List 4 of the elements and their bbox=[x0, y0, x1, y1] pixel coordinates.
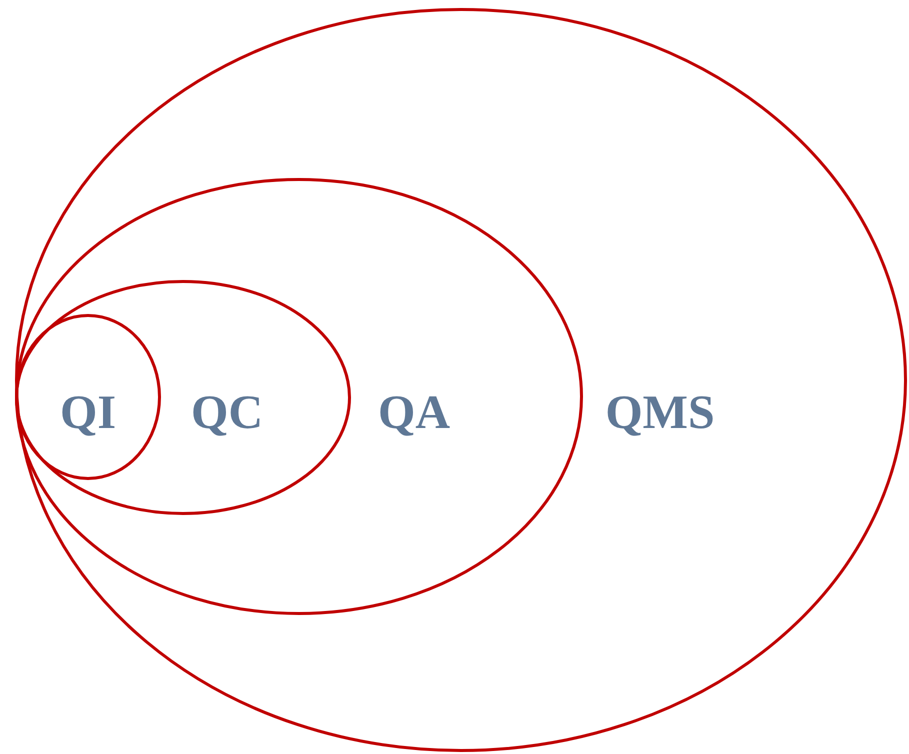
set-label: QA bbox=[378, 389, 450, 437]
set-label: QMS bbox=[605, 389, 715, 437]
set-label: QC bbox=[191, 389, 263, 437]
set-label: QI bbox=[60, 389, 116, 437]
